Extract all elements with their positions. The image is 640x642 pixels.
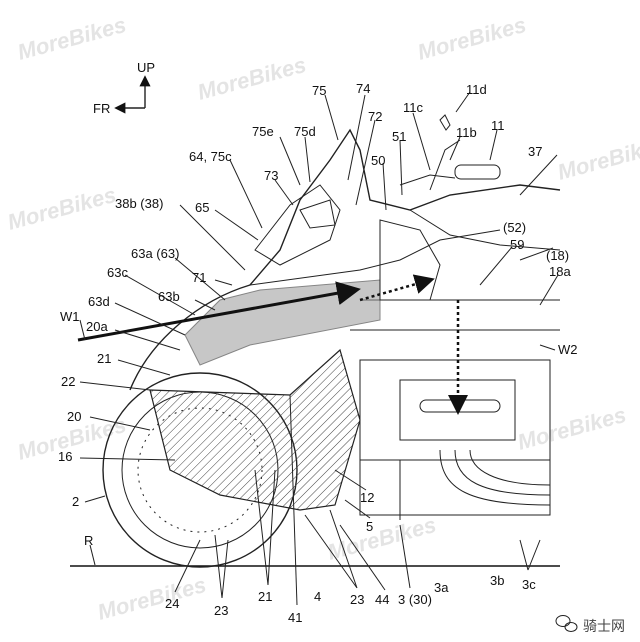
svg-text:MoreBikes: MoreBikes [15, 12, 129, 65]
label-38b: 38b (38) [115, 196, 163, 211]
label-2: 2 [72, 494, 79, 509]
label-52: (52) [503, 220, 526, 235]
label-r: R [84, 533, 93, 548]
label-3-30: 3 (30) [398, 592, 432, 607]
label-74: 74 [356, 81, 370, 96]
label-44: 44 [375, 592, 389, 607]
label-50: 50 [371, 153, 385, 168]
label-12: 12 [360, 490, 374, 505]
orientation-indicator: UP FR [93, 60, 155, 116]
label-59: 59 [510, 237, 524, 252]
air-duct [184, 279, 381, 366]
label-3b: 3b [490, 573, 504, 588]
corner-brand: 骑士网 [555, 615, 625, 635]
label-11: 11 [491, 118, 505, 133]
label-4: 4 [314, 589, 321, 604]
label-63d: 63d [88, 294, 110, 309]
svg-text:MoreBikes: MoreBikes [195, 52, 309, 105]
label-24: 24 [165, 596, 179, 611]
label-63b: 63b [158, 289, 180, 304]
svg-text:MoreBikes: MoreBikes [415, 12, 529, 65]
label-21-top: 21 [97, 351, 111, 366]
svg-text:MoreBikes: MoreBikes [95, 572, 209, 625]
label-75: 75 [312, 83, 326, 98]
brand-text: 骑士网 [583, 619, 625, 635]
label-75e: 75e [252, 124, 274, 139]
label-11d: 11d [466, 82, 487, 97]
label-63a: 63a (63) [131, 246, 179, 261]
front-label: FR [93, 101, 110, 116]
svg-text:MoreBikes: MoreBikes [5, 182, 119, 235]
reference-labels: 75 74 72 75e 75d 64, 75c 73 51 11c 11d 1… [58, 81, 578, 625]
label-65: 65 [195, 200, 209, 215]
svg-text:MoreBikes: MoreBikes [515, 402, 629, 455]
label-72: 72 [368, 109, 382, 124]
label-23-left: 23 [214, 603, 228, 618]
label-3c: 3c [522, 577, 536, 592]
label-5: 5 [366, 519, 373, 534]
label-21-bottom: 21 [258, 589, 272, 604]
label-37: 37 [528, 144, 542, 159]
radiator-unit [149, 348, 361, 511]
up-label: UP [137, 60, 155, 75]
label-w2: W2 [558, 342, 578, 357]
label-3a: 3a [434, 580, 449, 595]
label-16: 16 [58, 449, 72, 464]
airflow-w1-arrow [77, 281, 361, 342]
label-41: 41 [288, 610, 302, 625]
label-63c: 63c [107, 265, 128, 280]
label-11c: 11c [403, 100, 423, 115]
label-20: 20 [67, 409, 81, 424]
label-73: 73 [264, 168, 278, 183]
leader-lines [79, 91, 559, 606]
label-64-75c: 64, 75c [189, 149, 232, 164]
label-75d: 75d [294, 124, 316, 139]
svg-text:MoreBikes: MoreBikes [555, 132, 640, 185]
label-20a: 20a [86, 319, 108, 334]
w2-leader [539, 344, 556, 351]
label-51: 51 [392, 129, 406, 144]
label-18a: 18a [549, 264, 571, 279]
label-w1: W1 [60, 309, 80, 324]
label-18: (18) [546, 248, 569, 263]
wechat-icon [555, 615, 578, 632]
label-11b: 11b [456, 125, 477, 140]
svg-text:MoreBikes: MoreBikes [325, 512, 439, 565]
airflow-dashed-arrow [359, 274, 435, 302]
label-71: 71 [192, 270, 206, 285]
label-22: 22 [61, 374, 75, 389]
label-23-right: 23 [350, 592, 364, 607]
